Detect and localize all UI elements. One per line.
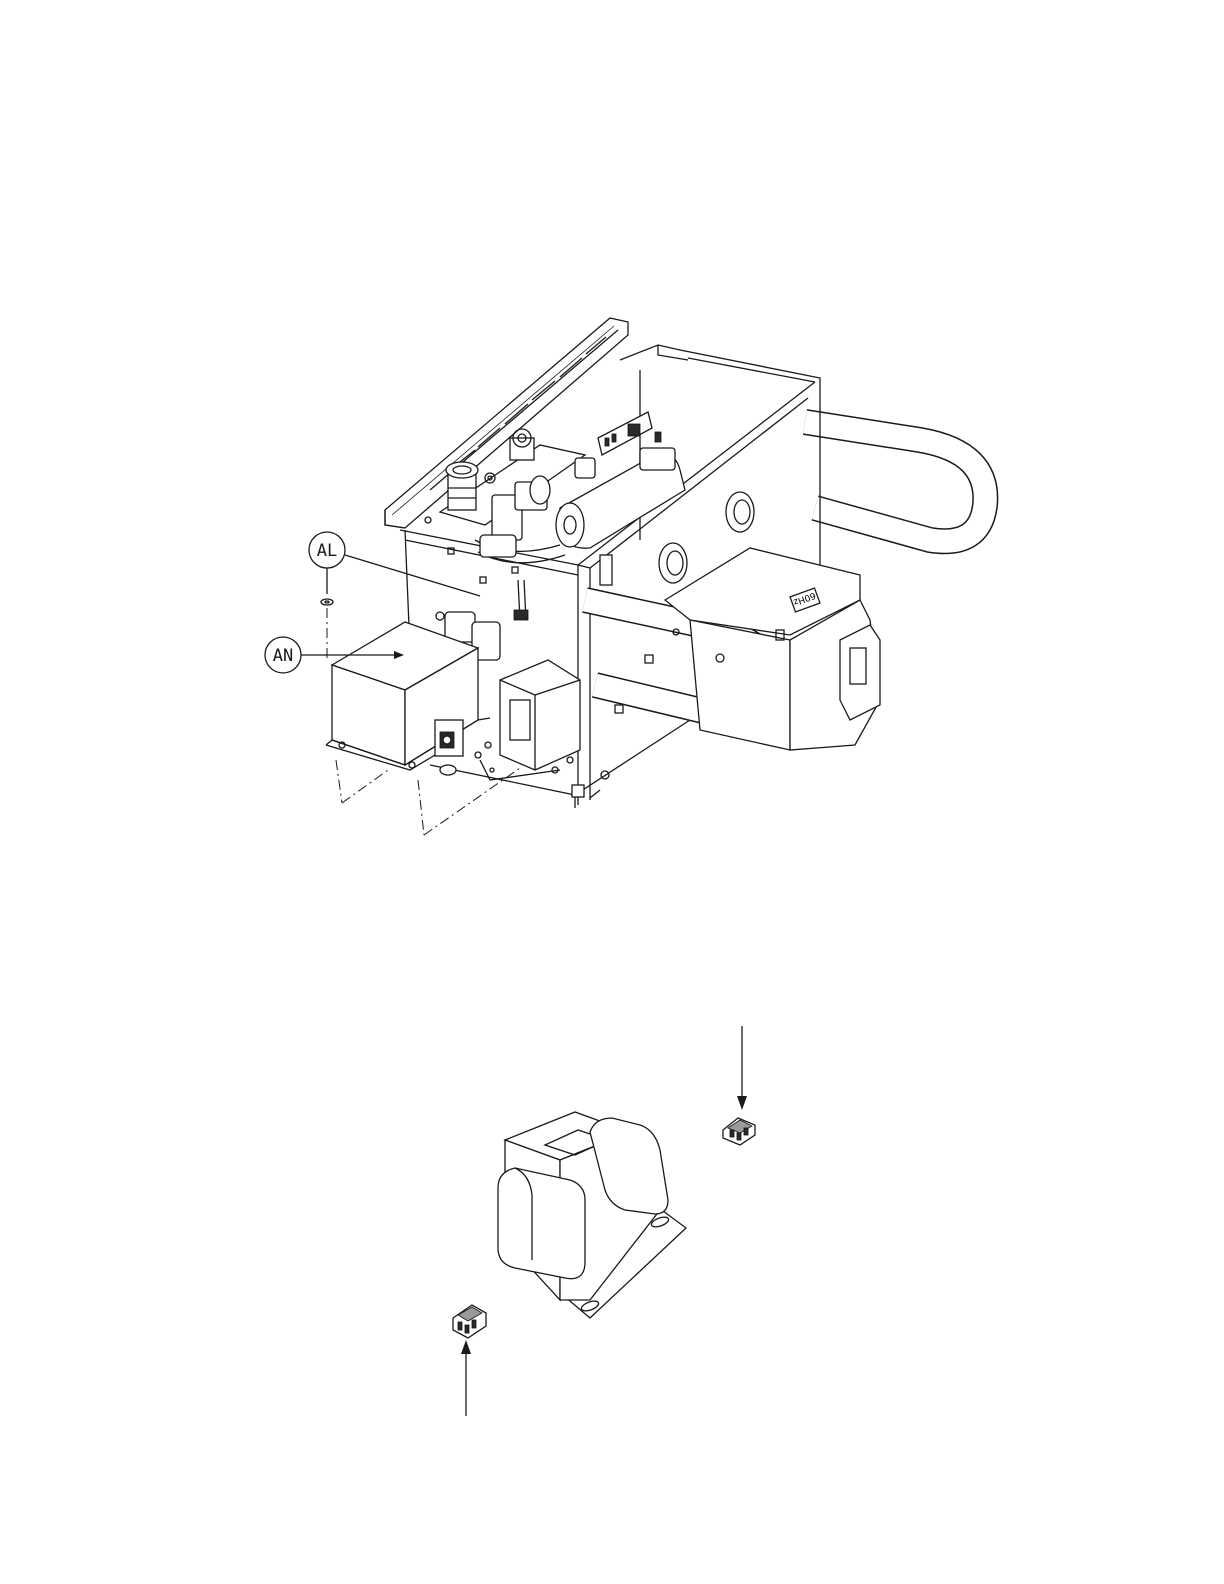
arrow-to-upper-connector <box>737 1026 747 1110</box>
arrow-to-lower-connector <box>461 1340 471 1416</box>
pump-motor <box>556 448 685 548</box>
rear-tube-handle <box>805 422 985 541</box>
washer <box>321 599 333 605</box>
transformer-detail <box>453 1026 755 1416</box>
chassis-assembly: 60Hz <box>321 318 985 835</box>
connector-upper <box>723 1118 755 1145</box>
callout-al-label: AL <box>317 541 337 561</box>
outlet-fitting <box>510 429 534 460</box>
cover-box <box>326 622 490 770</box>
callout-al: AL <box>309 532 480 596</box>
power-connector <box>435 720 463 756</box>
inlet-fitting <box>446 462 478 510</box>
transformer-coil-front <box>498 1168 585 1279</box>
callout-an-label: AN <box>273 646 293 666</box>
connector-lower <box>453 1305 486 1338</box>
mounted-transformer <box>480 660 580 780</box>
